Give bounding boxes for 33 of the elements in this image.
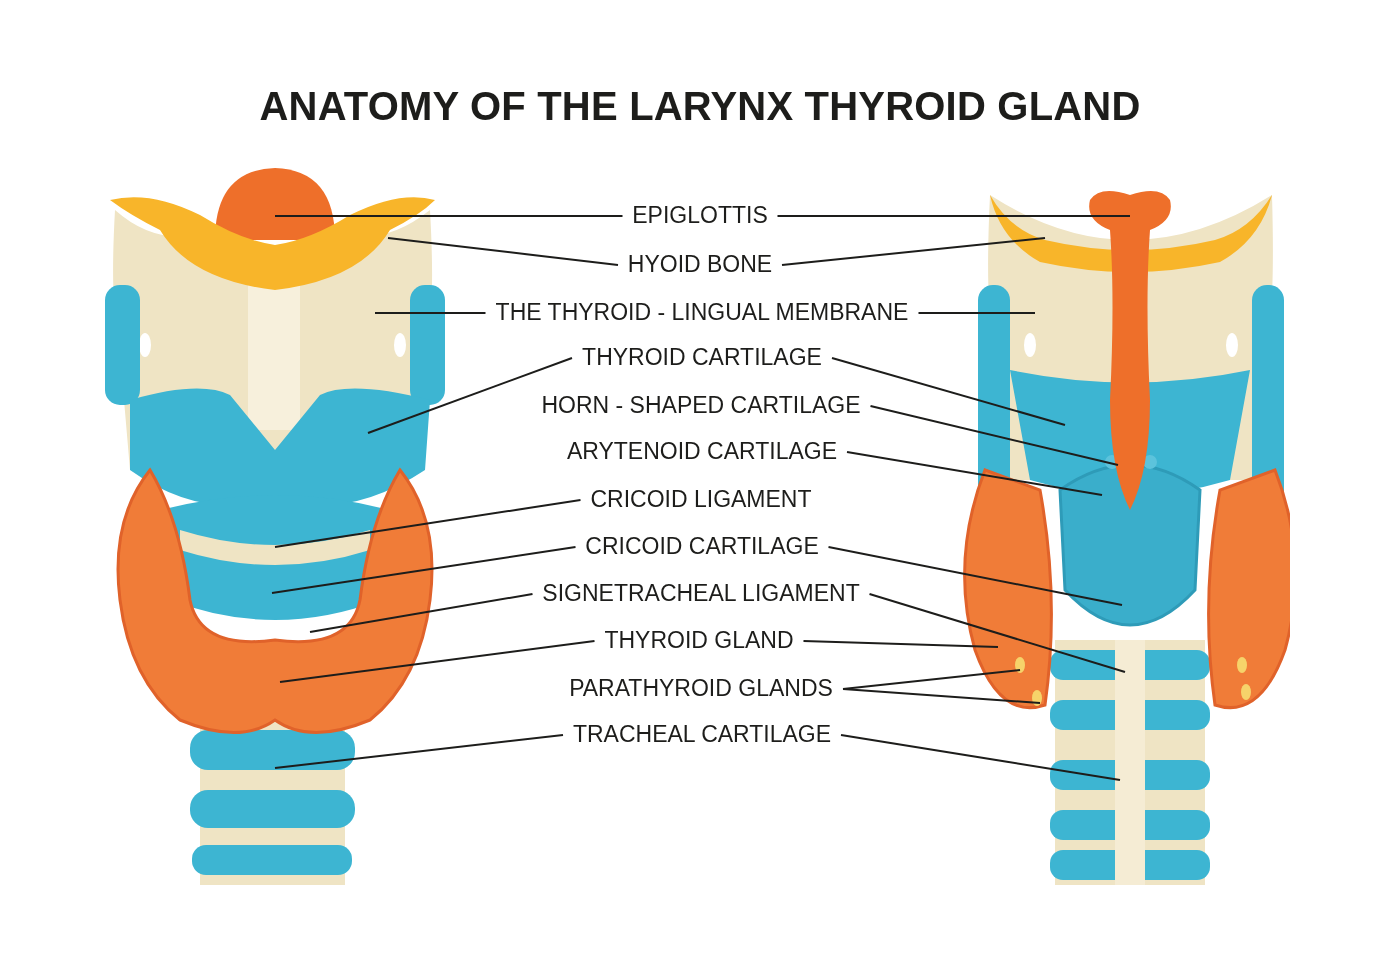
leader-line bbox=[917, 312, 1036, 314]
diagram-title: ANATOMY OF THE LARYNX THYROID GLAND bbox=[259, 84, 1141, 129]
leader-line bbox=[309, 593, 534, 633]
leader-line bbox=[846, 451, 1103, 496]
part-label: THYROID CARTILAGE bbox=[572, 344, 832, 372]
part-label: CRICOID CARTILAGE bbox=[575, 533, 829, 561]
leader-line bbox=[387, 237, 619, 266]
leader-line bbox=[271, 546, 577, 594]
leader-line bbox=[776, 215, 1131, 217]
leader-line bbox=[831, 357, 1066, 426]
leader-line bbox=[279, 640, 596, 683]
leader-line bbox=[274, 499, 582, 548]
leader-line bbox=[868, 593, 1126, 673]
leader-line bbox=[840, 734, 1121, 781]
leader-line bbox=[374, 312, 487, 314]
part-label: ARYTENOID CARTILAGE bbox=[556, 438, 848, 466]
leader-line bbox=[274, 734, 564, 769]
leader-line bbox=[802, 640, 999, 648]
leader-line bbox=[367, 357, 573, 434]
part-label: TRACHEAL CARTILAGE bbox=[562, 721, 842, 749]
leader-line bbox=[781, 237, 1046, 266]
part-label: THE THYROID - LINGUAL MEMBRANE bbox=[485, 299, 919, 327]
part-label: HORN - SHAPED CARTILAGE bbox=[531, 392, 871, 420]
part-label: CRICOID LIGAMENT bbox=[580, 486, 822, 514]
leader-line bbox=[274, 215, 624, 217]
part-label: HYOID BONE bbox=[617, 251, 783, 279]
part-label: THYROID GLAND bbox=[594, 627, 804, 655]
leader-line bbox=[827, 546, 1123, 606]
part-label: SIGNETRACHEAL LIGAMENT bbox=[532, 580, 870, 608]
part-label: EPIGLOTTIS bbox=[622, 202, 778, 230]
part-label: PARATHYROID GLANDS bbox=[559, 675, 843, 703]
leader-line bbox=[869, 405, 1119, 466]
leader-line bbox=[842, 688, 1041, 704]
